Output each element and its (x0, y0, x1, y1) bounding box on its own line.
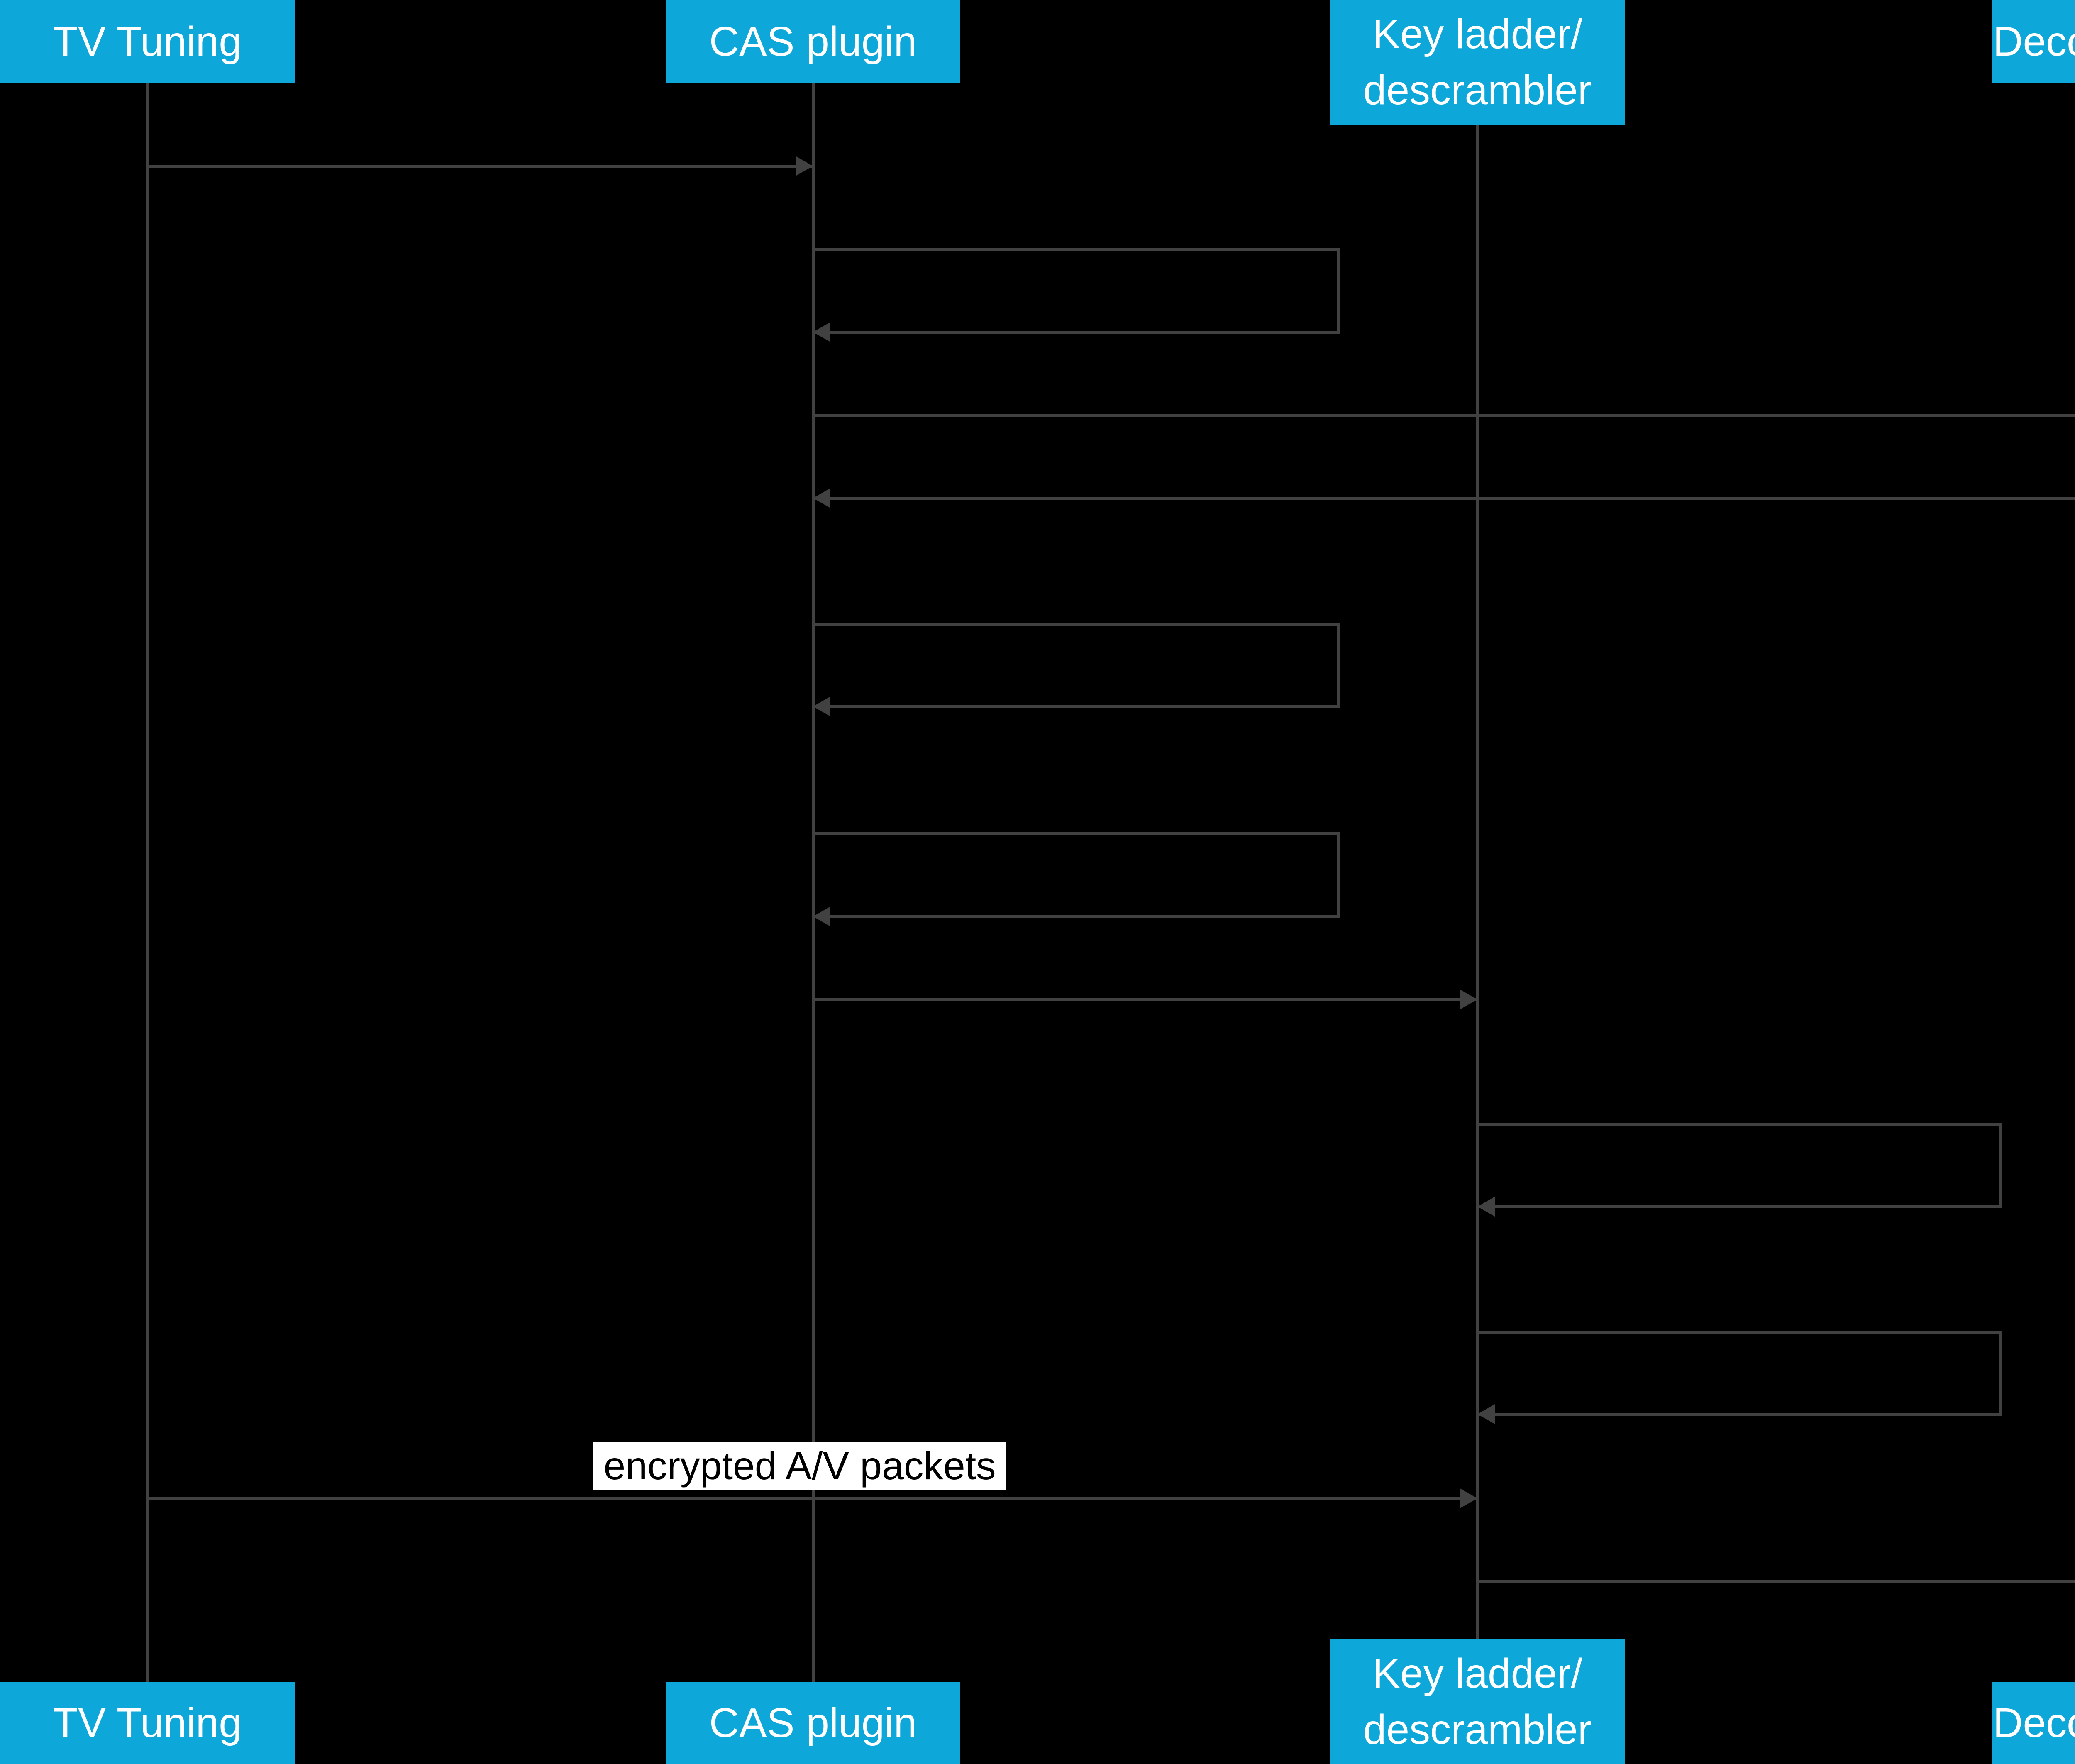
message-9-self-side (1999, 1331, 2002, 1416)
message-1-line (147, 165, 813, 168)
message-7-line (813, 998, 1477, 1001)
actor-top-key-ladder: Key ladder/ descrambler (1330, 0, 1625, 125)
message-5-self-side (1337, 623, 1340, 708)
actor-bottom-cas-plugin: CAS plugin (666, 1682, 960, 1764)
message-11-line (1477, 1580, 2075, 1583)
actor-top-decode-display: Decode, display (1992, 0, 2075, 83)
actor-top-tv-tuning: TV Tuning (0, 0, 295, 83)
message-6-self-bottom (813, 915, 1340, 918)
lifeline-key-ladder (1476, 125, 1479, 1639)
message-6-self-top (813, 832, 1340, 835)
message-6-self-side (1337, 832, 1340, 918)
message-5-self-bottom (813, 705, 1340, 708)
lifeline-tv-tuning (146, 83, 149, 1682)
message-10-line (147, 1497, 1477, 1500)
message-8-self-top (1477, 1123, 2002, 1126)
message-2-self-bottom (813, 331, 1340, 334)
message-5-arrowhead-left-icon (813, 696, 830, 716)
message-3-line (813, 414, 2075, 417)
message-8-self-side (1999, 1123, 2002, 1208)
message-10-label-encrypted-av-packets: encrypted A/V packets (593, 1442, 1006, 1490)
actor-bottom-key-ladder: Key ladder/ descrambler (1330, 1639, 1625, 1764)
lifeline-cas-plugin (812, 83, 815, 1682)
message-4-arrowhead-left-icon (813, 488, 830, 508)
message-2-self-side (1337, 248, 1340, 333)
message-4-line (813, 497, 2075, 500)
message-2-self-top (813, 248, 1340, 251)
message-8-self-bottom (1477, 1205, 2002, 1208)
message-9-self-bottom (1477, 1413, 2002, 1416)
message-9-arrowhead-left-icon (1477, 1404, 1495, 1424)
actor-bottom-tv-tuning: TV Tuning (0, 1682, 295, 1764)
message-6-arrowhead-left-icon (813, 906, 830, 926)
message-8-arrowhead-left-icon (1477, 1197, 1495, 1217)
message-10-arrowhead-right-icon (1460, 1488, 1477, 1508)
message-2-arrowhead-left-icon (813, 322, 830, 342)
actor-top-cas-plugin: CAS plugin (666, 0, 960, 83)
message-9-self-top (1477, 1331, 2002, 1334)
actor-bottom-decode-display: Decode, display (1992, 1682, 2075, 1764)
message-1-arrowhead-right-icon (796, 156, 813, 176)
message-7-arrowhead-right-icon (1460, 990, 1477, 1009)
message-5-self-top (813, 623, 1340, 626)
